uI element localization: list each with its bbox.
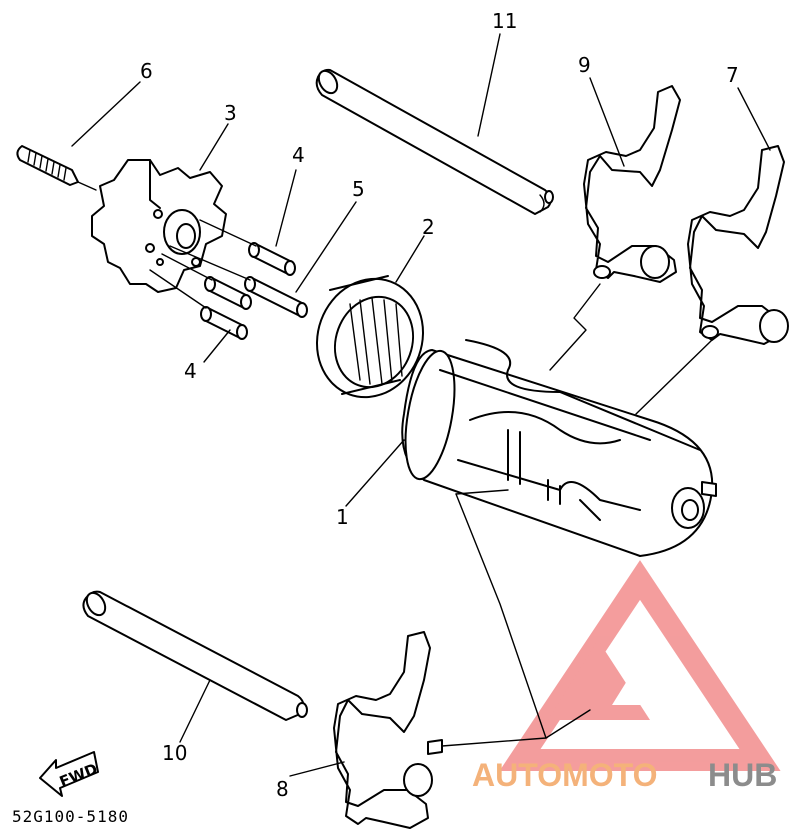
assembly-lines	[441, 283, 713, 747]
callout-leaders	[71, 33, 771, 777]
label-part-2: 2	[422, 215, 435, 239]
part-number-labels: 11 9 7 6 3 4 5 2 4 1 10 8	[140, 9, 739, 801]
dowel-pin-middle	[204, 276, 252, 310]
shift-drum	[401, 339, 717, 557]
upper-shift-fork-shaft	[315, 68, 554, 215]
label-part-1: 1	[336, 505, 349, 529]
label-part-4-lower: 4	[184, 359, 197, 383]
shift-fork-upper-right	[687, 145, 789, 345]
needle-bearing	[316, 275, 424, 399]
shift-cam-segment	[91, 159, 227, 293]
label-part-6: 6	[140, 59, 153, 83]
drawing-code: 52G100-5180	[12, 807, 129, 826]
dowel-pin-lower	[200, 306, 248, 340]
long-pin	[244, 276, 308, 318]
watermark-logo	[499, 560, 781, 771]
label-part-10: 10	[162, 741, 187, 765]
dowel-pin-upper	[248, 242, 296, 276]
watermark-text: AUTOMOTO HUB	[472, 757, 777, 793]
shift-fork-lower	[333, 631, 443, 829]
label-part-8: 8	[276, 777, 289, 801]
guide-lines-cam	[149, 219, 257, 309]
label-part-3: 3	[224, 101, 237, 125]
lower-shift-fork-shaft	[82, 590, 308, 721]
label-part-7: 7	[726, 63, 739, 87]
watermark-hub: HUB	[708, 757, 777, 793]
label-part-9: 9	[578, 53, 591, 77]
label-part-4-upper: 4	[292, 143, 305, 167]
forward-direction-arrow: FWD	[39, 751, 100, 797]
label-part-11: 11	[492, 9, 517, 33]
watermark-automoto: AUTOMOTO	[472, 757, 657, 793]
label-part-5: 5	[352, 177, 365, 201]
bolt	[16, 145, 97, 191]
shift-fork-upper-left	[583, 85, 681, 283]
